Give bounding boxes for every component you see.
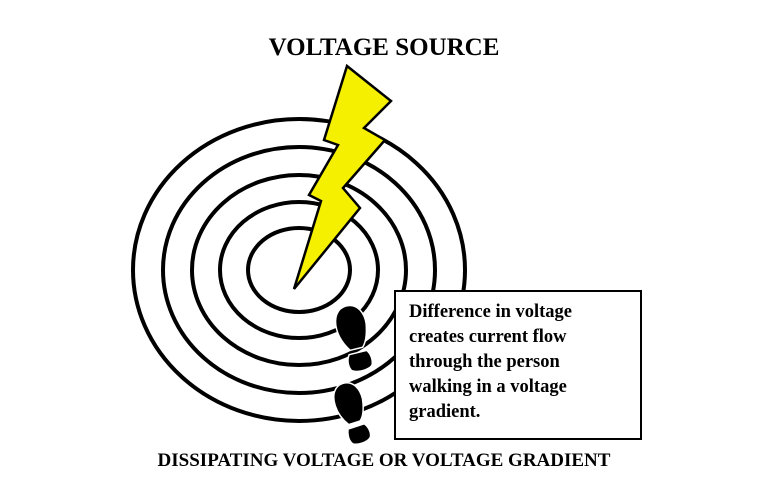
callout-line: through the person (409, 352, 560, 372)
voltage-gradient-rings (131, 117, 467, 423)
footprint-icon (334, 304, 374, 373)
voltage-source-title: VOLTAGE SOURCE (268, 34, 500, 61)
voltage-ring (190, 173, 408, 367)
voltage-ring (161, 145, 437, 395)
voltage-ring (131, 117, 467, 423)
callout-line: walking in a voltage (409, 377, 567, 397)
footprint-icon (333, 382, 372, 445)
voltage-ring (218, 200, 380, 340)
callout-line: Difference in voltage (409, 302, 573, 322)
voltage-ring (246, 226, 352, 314)
callout-line: creates current flow (409, 327, 567, 347)
callout-line: gradient. (409, 402, 481, 422)
explanation-callout-box: Difference in voltage creates current fl… (394, 290, 642, 440)
dissipating-voltage-caption: DISSIPATING VOLTAGE OR VOLTAGE GRADIENT (157, 450, 611, 471)
lightning-bolt-icon (292, 63, 393, 290)
